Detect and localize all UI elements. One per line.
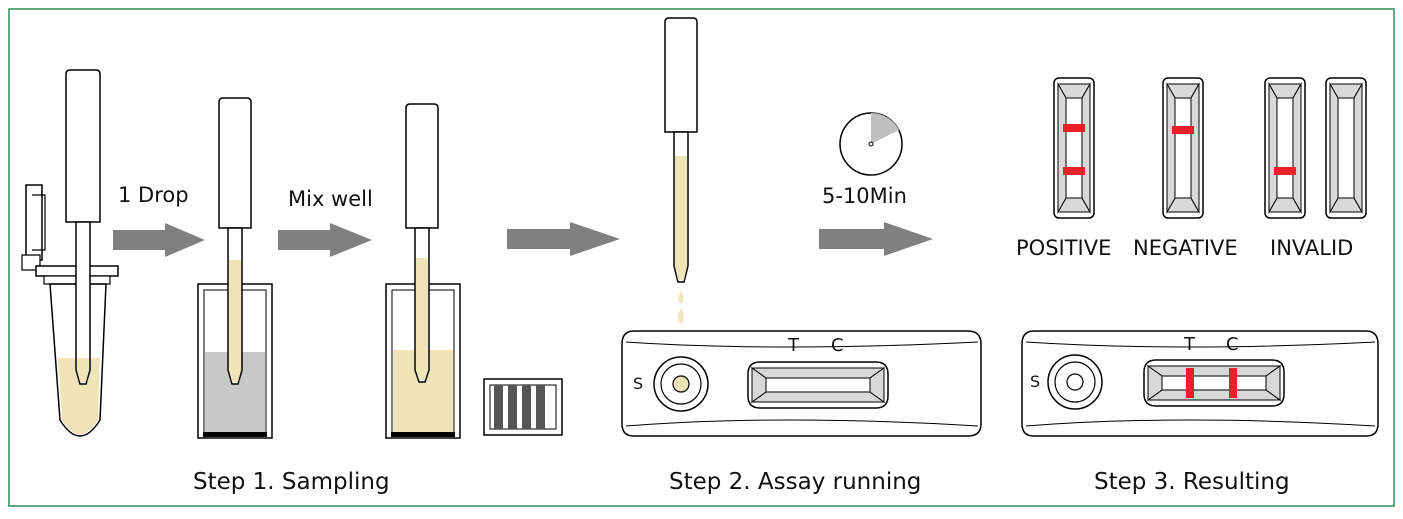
control-line [1063,124,1085,132]
arrow-right-icon [278,223,372,257]
step3-label: Step 3. Resulting [1094,469,1290,495]
invalid-label: INVALID [1270,236,1353,260]
test-line-label: T [787,335,800,356]
result-negative-strip [1162,77,1204,219]
test-line-label: T [1183,334,1196,355]
dropper-in-mixed-sample [405,103,439,383]
test-cassette [621,330,982,437]
test-line [1186,368,1194,398]
arrow-right-icon [113,223,205,257]
result-cassette [1021,330,1379,437]
negative-label: NEGATIVE [1133,236,1238,260]
arrow-right-icon [819,222,933,256]
test-strip-pack-icon [483,378,563,436]
control-line-label: C [1226,334,1239,355]
positive-label: POSITIVE [1016,236,1111,260]
step2-label: Step 2. Assay running [669,469,921,495]
dropper-in-tube [65,69,101,385]
drop-label: 1 Drop [118,183,189,207]
control-line [1172,126,1194,134]
sample-well-label: S [1030,372,1040,391]
test-line [1063,167,1085,175]
timer-icon [839,112,903,176]
dropper-in-buffer [218,97,252,385]
time-label: 5-10Min [822,184,907,208]
mix-label: Mix well [288,187,373,211]
test-line [1274,167,1296,175]
step1-label: Step 1. Sampling [193,469,390,495]
outer-frame [8,8,1395,507]
sample-well-label: S [633,374,643,393]
control-line-label: C [831,335,844,356]
control-line [1229,368,1237,398]
arrow-right-icon [507,222,620,256]
result-window [1161,375,1267,391]
result-invalid-strip [1264,77,1306,219]
result-positive-strip [1053,77,1095,219]
result-invalid-strip [1325,77,1367,219]
result-window [765,377,871,393]
dropper-dispensing [664,17,698,324]
